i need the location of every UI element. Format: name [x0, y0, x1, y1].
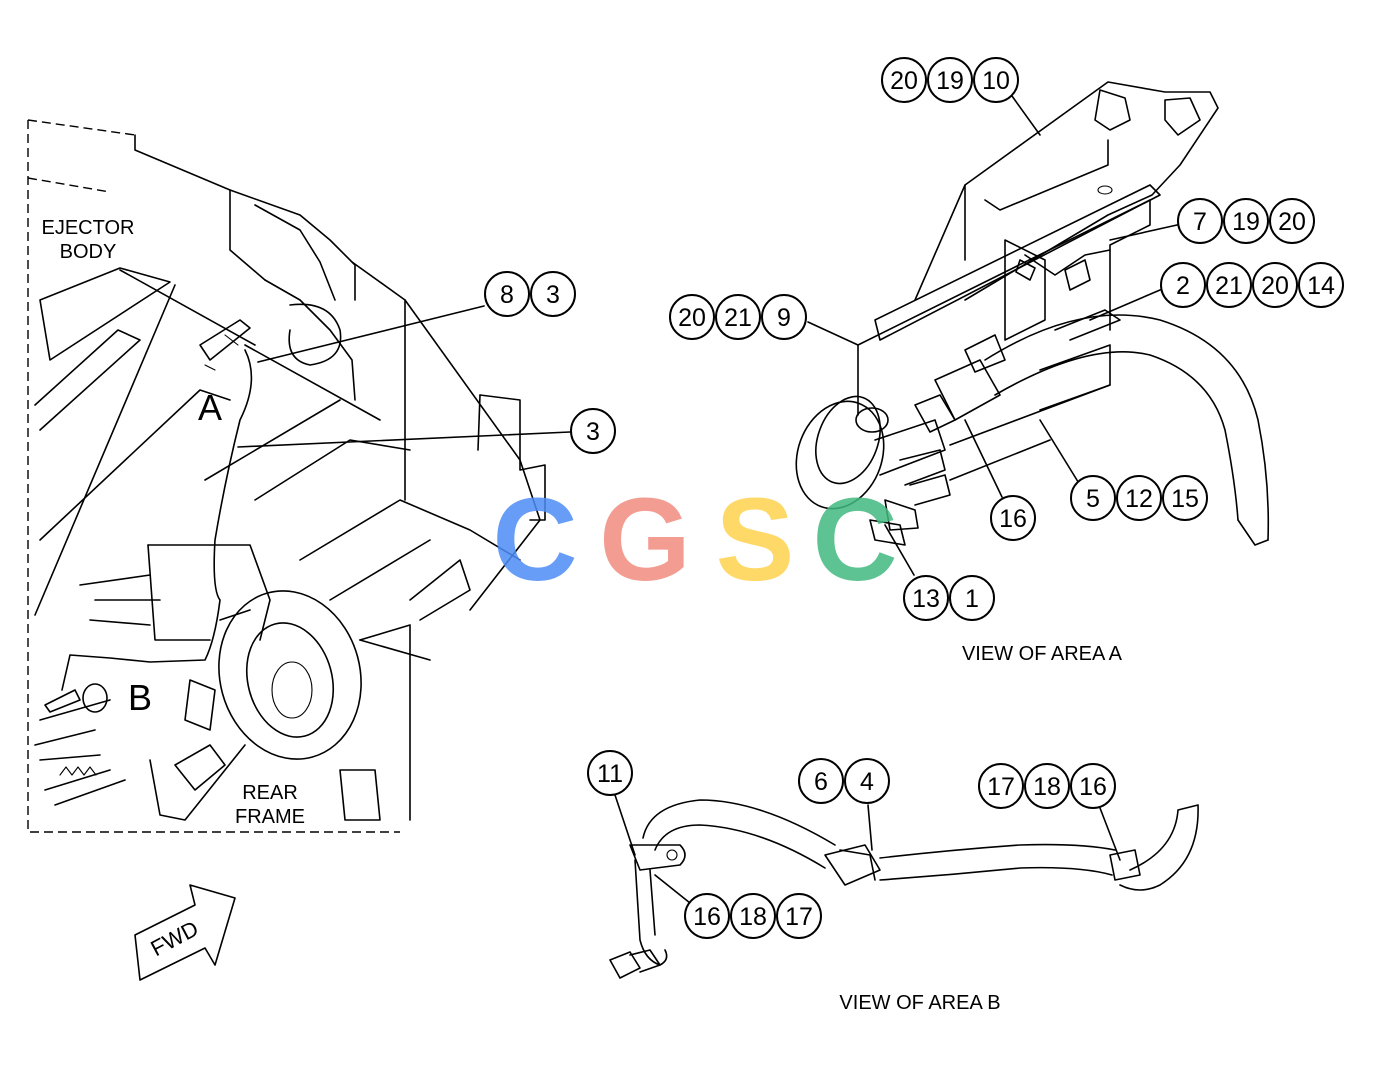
callout-balloon	[484, 271, 530, 317]
callout-number: 3	[586, 418, 600, 446]
callout-balloon	[776, 893, 822, 939]
callout-number: 9	[777, 304, 791, 332]
ejector-body-label-line2: BODY	[60, 241, 117, 263]
callout-number: 17	[987, 773, 1015, 801]
callout-13-1: 13 1	[903, 575, 995, 621]
callout-number: 7	[1193, 208, 1207, 236]
callout-number: 21	[724, 304, 752, 332]
callout-balloon	[903, 575, 949, 621]
callout-balloon	[1206, 262, 1252, 308]
callout-16: 16	[990, 495, 1036, 541]
callout-balloon	[990, 495, 1036, 541]
callout-balloon	[1070, 475, 1116, 521]
callout-number: 21	[1215, 272, 1243, 300]
callout-7-19-20: 7 19 20	[1177, 198, 1315, 244]
callout-number: 16	[693, 903, 721, 931]
view-a-drawing	[795, 81, 1270, 546]
callout-number: 6	[814, 768, 828, 796]
callout-balloon	[587, 750, 633, 796]
callout-balloon	[669, 294, 715, 340]
callout-balloon	[1269, 198, 1315, 244]
callout-balloon	[1298, 262, 1344, 308]
callout-number: 5	[1086, 485, 1100, 513]
callout-number: 16	[1079, 773, 1107, 801]
area-b-marker: B	[128, 677, 152, 718]
callout-number: 10	[982, 67, 1010, 95]
callout-number: 20	[678, 304, 706, 332]
watermark-letter: G	[599, 474, 691, 606]
callout-balloon	[1252, 262, 1298, 308]
area-labels-main: EJECTOR BODY REAR FRAME A B	[42, 217, 305, 828]
callout-balloon	[949, 575, 995, 621]
callout-balloon	[1116, 475, 1162, 521]
callout-number: 2	[1176, 272, 1190, 300]
callout-balloon	[1160, 262, 1206, 308]
machine-frame-drawing	[27, 119, 546, 833]
callout-20-21-9: 20 21 9	[669, 294, 807, 340]
callout-11: 11	[587, 750, 633, 796]
callout-balloon	[1162, 475, 1208, 521]
callout-balloon	[881, 57, 927, 103]
callout-balloon	[761, 294, 807, 340]
callout-number: 8	[500, 281, 514, 309]
rear-frame-label-line2: FRAME	[235, 806, 305, 828]
callout-balloon	[730, 893, 776, 939]
rear-frame-label: REAR	[242, 782, 298, 804]
callout-number: 15	[1171, 485, 1199, 513]
callout-balloon	[844, 758, 890, 804]
callout-number: 12	[1125, 485, 1153, 513]
callout-number: 3	[546, 281, 560, 309]
ejector-body-label: EJECTOR	[42, 217, 135, 239]
callout-number: 19	[936, 67, 964, 95]
area-a-marker: A	[198, 387, 222, 428]
callout-number: 11	[597, 760, 623, 788]
callout-balloon	[530, 271, 576, 317]
callout-number: 14	[1307, 272, 1335, 300]
callout-balloon	[1070, 763, 1116, 809]
view-b-caption: VIEW OF AREA B	[839, 992, 1000, 1014]
callout-balloon	[1024, 763, 1070, 809]
callout-number: 18	[739, 903, 767, 931]
leader-lines-view-b	[614, 794, 1121, 904]
watermark-letter: S	[716, 474, 795, 606]
callout-number: 19	[1232, 208, 1260, 236]
callout-balloon	[927, 57, 973, 103]
callout-balloon	[973, 57, 1019, 103]
callout-number: 20	[1261, 272, 1289, 300]
watermark-letter: C	[812, 474, 897, 606]
callout-number: 20	[890, 67, 918, 95]
callout-3: 3	[570, 408, 616, 454]
callout-balloon	[570, 408, 616, 454]
callout-number: 4	[860, 768, 874, 796]
leader-lines-view-a	[807, 95, 1178, 576]
callout-balloon	[798, 758, 844, 804]
callout-number: 18	[1033, 773, 1061, 801]
callout-balloon	[715, 294, 761, 340]
callout-17-18-16: 17 18 16	[978, 763, 1116, 809]
callout-balloon	[1177, 198, 1223, 244]
view-a-caption: VIEW OF AREA A	[962, 643, 1123, 665]
callout-number: 16	[999, 505, 1027, 533]
leader-lines-main	[237, 305, 571, 448]
callout-number: 13	[912, 585, 940, 613]
callout-balloon	[1223, 198, 1269, 244]
fwd-arrow: FWD	[134, 884, 236, 981]
callout-balloon	[684, 893, 730, 939]
fwd-label: FWD	[146, 916, 202, 962]
callout-20-19-10: 20 19 10	[881, 57, 1019, 103]
callout-2-21-20-14: 2 21 20 14	[1160, 262, 1344, 308]
view-b-drawing	[609, 799, 1199, 979]
callout-5-12-15: 5 12 15	[1070, 475, 1208, 521]
callout-balloon	[978, 763, 1024, 809]
callout-number: 20	[1278, 208, 1306, 236]
watermark-letter: C	[492, 474, 577, 606]
callout-16-18-17: 16 18 17	[684, 893, 822, 939]
callout-number: 1	[965, 585, 979, 613]
callout-number: 17	[785, 903, 813, 931]
